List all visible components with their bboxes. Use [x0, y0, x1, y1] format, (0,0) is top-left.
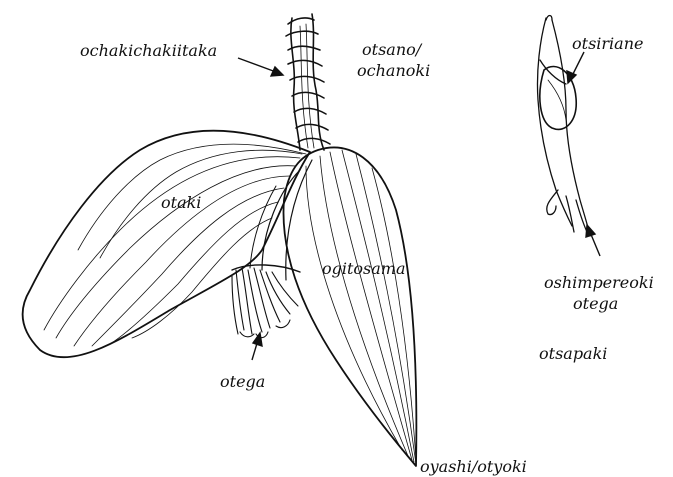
label-peduncle: ochakichakiitaka: [80, 41, 217, 60]
label-flowers: otega: [220, 372, 265, 391]
peduncle-stalk: [286, 14, 330, 150]
label-flower-group: otsapaki: [539, 344, 607, 363]
label-stem-line2: ochanoki: [357, 61, 430, 80]
arrowhead-single-flower: [586, 225, 595, 237]
label-tip: oyashi/otyoki: [420, 457, 527, 476]
label-ovary: otsiriane: [572, 34, 643, 53]
label-single-flower-line1: oshimpereoki: [544, 273, 654, 292]
arrowhead-flowers: [253, 333, 262, 346]
label-single-flower-line2: otega: [573, 294, 618, 313]
label-bud: ogitosama: [322, 259, 406, 278]
label-stem-line1: otsano/: [362, 40, 421, 59]
arrowhead-peduncle: [271, 67, 283, 76]
arrow-ovary: [572, 52, 584, 76]
bud: [250, 148, 416, 467]
label-bract: otaki: [161, 193, 201, 212]
leader-arrows: [238, 52, 600, 360]
arrow-peduncle: [238, 58, 276, 72]
flower-cluster: [232, 265, 300, 338]
bract: [23, 131, 310, 358]
